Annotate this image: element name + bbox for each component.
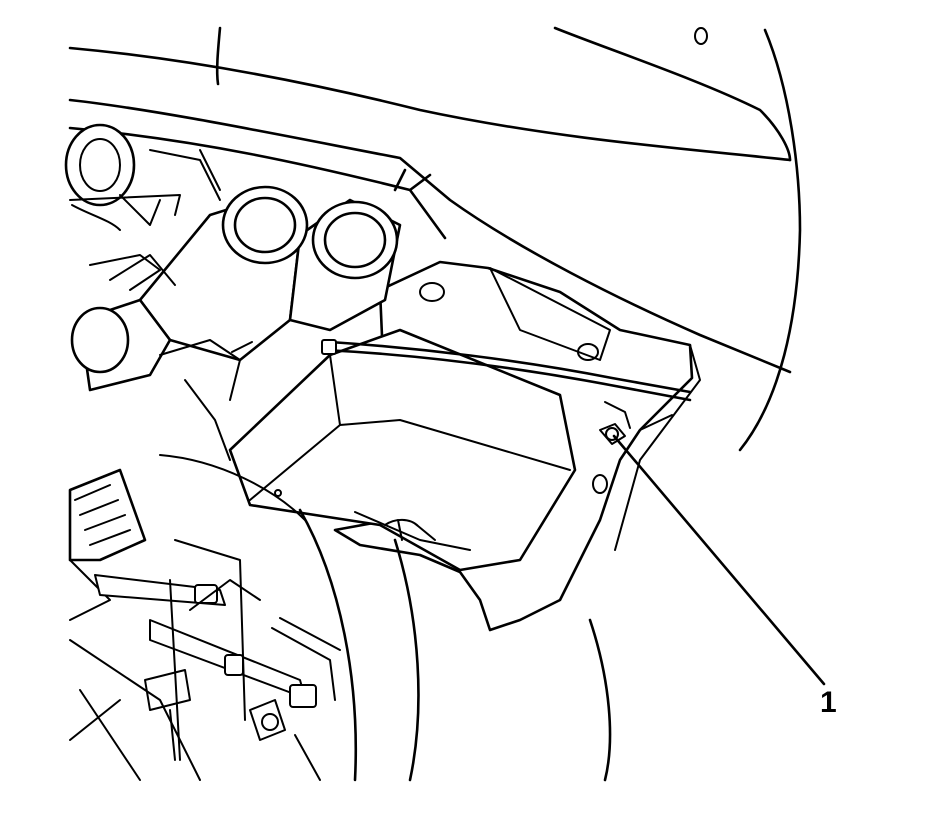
callout-label: 1 [820, 686, 837, 719]
underbody-components [64, 123, 221, 291]
rear-suspension [68, 468, 341, 781]
callout-leader-line [612, 434, 826, 686]
exhaust-tailpipes [70, 185, 402, 461]
callout-1: 1 [612, 434, 837, 719]
line-and-clip [321, 339, 692, 402]
fastener-bolt [599, 401, 631, 445]
rear-tire [159, 454, 612, 782]
rear-fascia [68, 26, 802, 452]
heat-shield [228, 328, 577, 572]
